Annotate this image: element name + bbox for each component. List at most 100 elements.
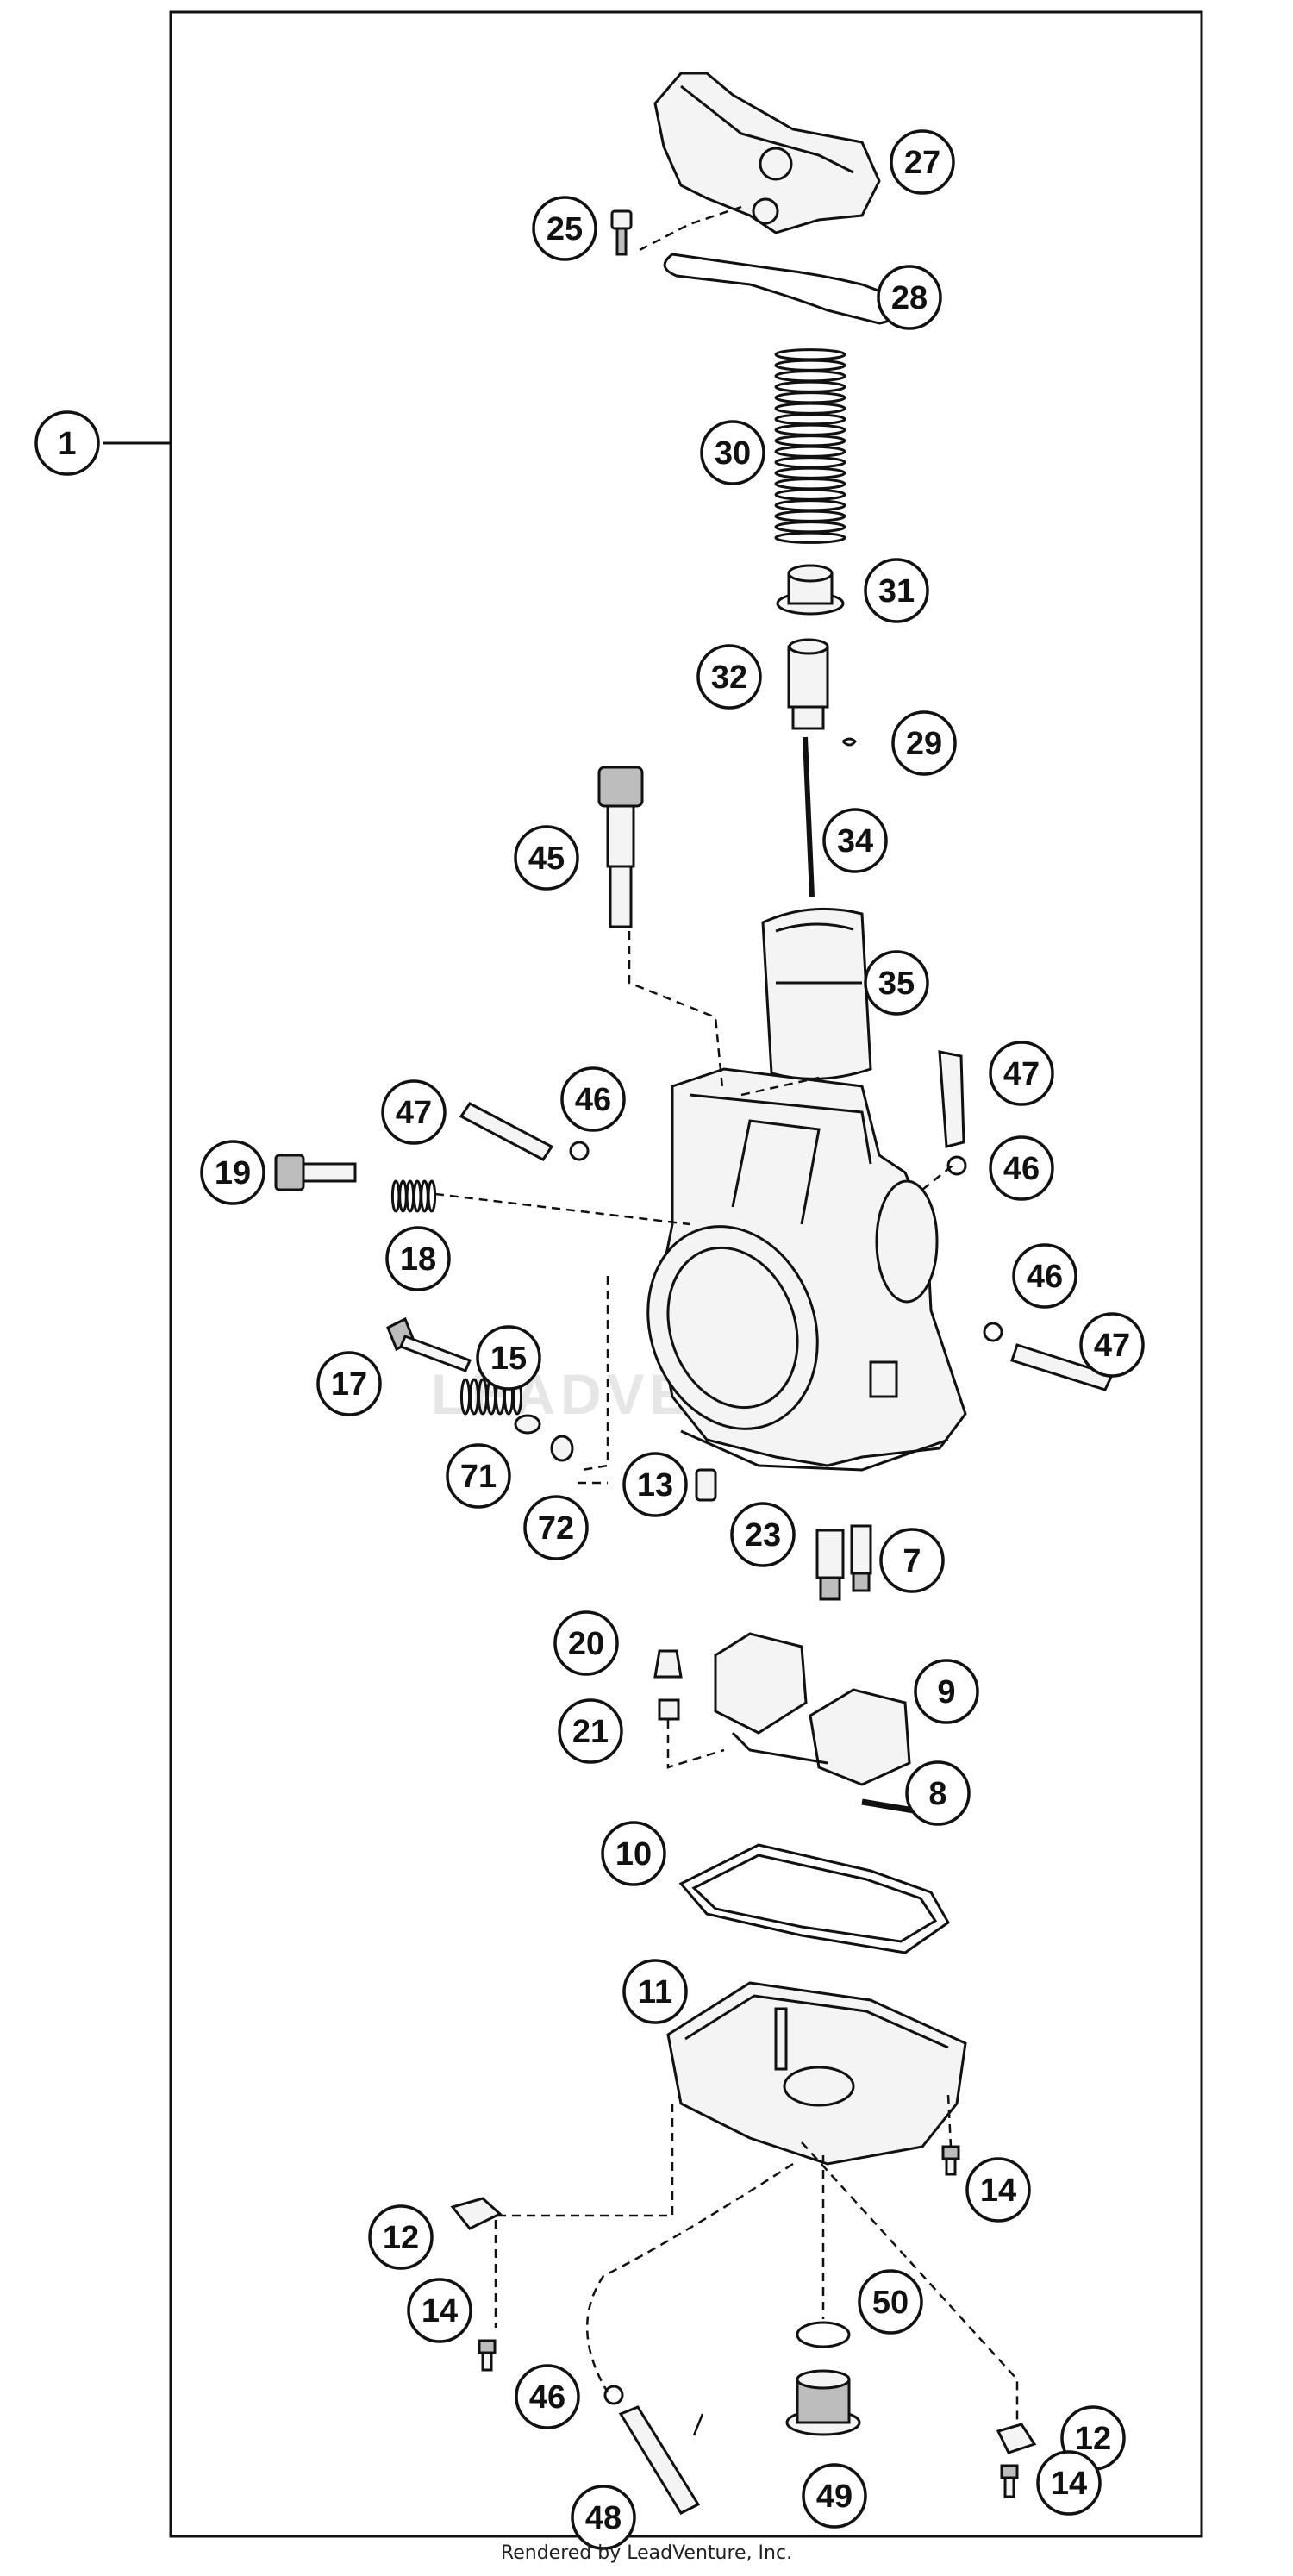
callout-circle (1036, 2450, 1102, 2516)
callout-circle (515, 2364, 580, 2429)
cover-gasket-part (663, 253, 900, 325)
callout-number: 7 (903, 1543, 921, 1579)
callout-12: 12 (368, 2204, 434, 2270)
jet-needle-part (803, 736, 815, 897)
callout-number: 49 (816, 2479, 853, 2515)
callout-circle (822, 808, 888, 873)
callout-circle (802, 2463, 867, 2529)
callout-19: 19 (200, 1140, 265, 1205)
callout-circle (553, 1610, 619, 1676)
callout-number: 14 (980, 2173, 1016, 2209)
callout-circle (558, 1698, 623, 1764)
callout-46: 46 (515, 2364, 580, 2429)
callout-number: 47 (396, 1095, 432, 1131)
callout-27: 27 (890, 129, 955, 195)
hose-pin-left-part (459, 1102, 554, 1161)
callout-circle (316, 1351, 382, 1416)
callout-circle (200, 1140, 265, 1205)
callout-number: 8 (928, 1776, 946, 1812)
float-bowl-gasket-part (678, 1843, 950, 1954)
callout-number: 14 (422, 2293, 458, 2329)
bowl-screw-3-part (1000, 2464, 1019, 2498)
callout-20: 20 (553, 1610, 619, 1676)
callout-11: 11 (622, 1959, 688, 2024)
callout-28: 28 (877, 265, 942, 330)
callout-number: 34 (837, 823, 873, 860)
callout-circle (514, 825, 579, 891)
float-pin-part (861, 1798, 915, 1814)
bracket-12b-part (996, 2423, 1037, 2454)
callout-47: 47 (381, 1079, 447, 1145)
hose-pin-right-part (938, 1050, 965, 1148)
spring-coil (774, 478, 846, 491)
callout-number: 45 (528, 841, 565, 877)
washer-71-part (514, 1414, 541, 1435)
spring-coil (412, 1179, 422, 1213)
bowl-screw-1-part (941, 2145, 960, 2176)
callout-1: 1 (34, 410, 100, 476)
callout-46: 46 (989, 1135, 1054, 1201)
callout-number: 12 (1075, 2421, 1111, 2457)
callout-15: 15 (476, 1325, 541, 1391)
callout-circle (989, 1135, 1054, 1201)
float-bowl-gasket-inner (691, 1854, 938, 1943)
callout-number: 46 (1027, 1259, 1063, 1295)
spring-coil (774, 510, 846, 522)
callout-circle (864, 558, 929, 623)
callout-14: 14 (407, 2278, 472, 2343)
callout-circle (571, 2485, 636, 2550)
callout-number: 1 (58, 426, 76, 462)
callout-18: 18 (385, 1226, 451, 1291)
vent-hose-part (618, 2405, 701, 2515)
spring-coil (774, 402, 846, 415)
callout-circle (601, 1821, 666, 1886)
callout-number: 46 (575, 1082, 611, 1118)
callout-circle (858, 2269, 923, 2335)
callout-number: 27 (904, 145, 940, 181)
callout-circle (965, 2157, 1031, 2223)
callout-8: 8 (905, 1760, 971, 1826)
callout-number: 46 (529, 2379, 565, 2416)
callout-47: 47 (989, 1041, 1054, 1106)
callout-circle (532, 196, 597, 261)
spring-coil (420, 1179, 429, 1213)
callout-17: 17 (316, 1351, 382, 1416)
callout-number: 9 (937, 1674, 955, 1710)
callout-29: 29 (891, 710, 957, 776)
callout-48: 48 (571, 2485, 636, 2550)
callout-25: 25 (532, 196, 597, 261)
callout-circle (560, 1066, 626, 1132)
callout-circle (700, 420, 765, 485)
hose-pin-side-part (1010, 1343, 1115, 1391)
callout-49: 49 (802, 2463, 867, 2529)
callout-number: 29 (906, 726, 942, 762)
callout-circle (1079, 1312, 1145, 1378)
callout-circle (523, 1495, 589, 1560)
callout-number: 72 (538, 1510, 574, 1547)
callout-number: 46 (1003, 1151, 1040, 1187)
spring-coil (390, 1179, 401, 1213)
spring-coil (774, 423, 846, 436)
callout-number: 31 (878, 573, 915, 610)
bowl-screw-2-part (478, 2339, 497, 2372)
callout-number: 48 (585, 2500, 622, 2536)
callout-13: 13 (622, 1452, 688, 1517)
callout-number: 14 (1051, 2466, 1087, 2502)
spring-coil (774, 531, 846, 544)
callout-circle (381, 1079, 447, 1145)
callout-number: 21 (572, 1714, 609, 1750)
callout-circle (476, 1325, 541, 1391)
cover-screw-part (610, 209, 633, 256)
needle-clip-part (841, 737, 857, 747)
drain-oring-part (796, 2321, 851, 2348)
clip-46b-part (946, 1155, 967, 1176)
callout-number: 11 (638, 1974, 672, 2010)
callout-number: 50 (872, 2285, 909, 2321)
callout-number: 13 (637, 1467, 673, 1504)
callout-circle (890, 129, 955, 195)
spring-coil (405, 1179, 415, 1213)
main-jet-23-part (815, 1529, 845, 1601)
callout-number: 47 (1003, 1056, 1040, 1092)
callout-circle (368, 2204, 434, 2270)
